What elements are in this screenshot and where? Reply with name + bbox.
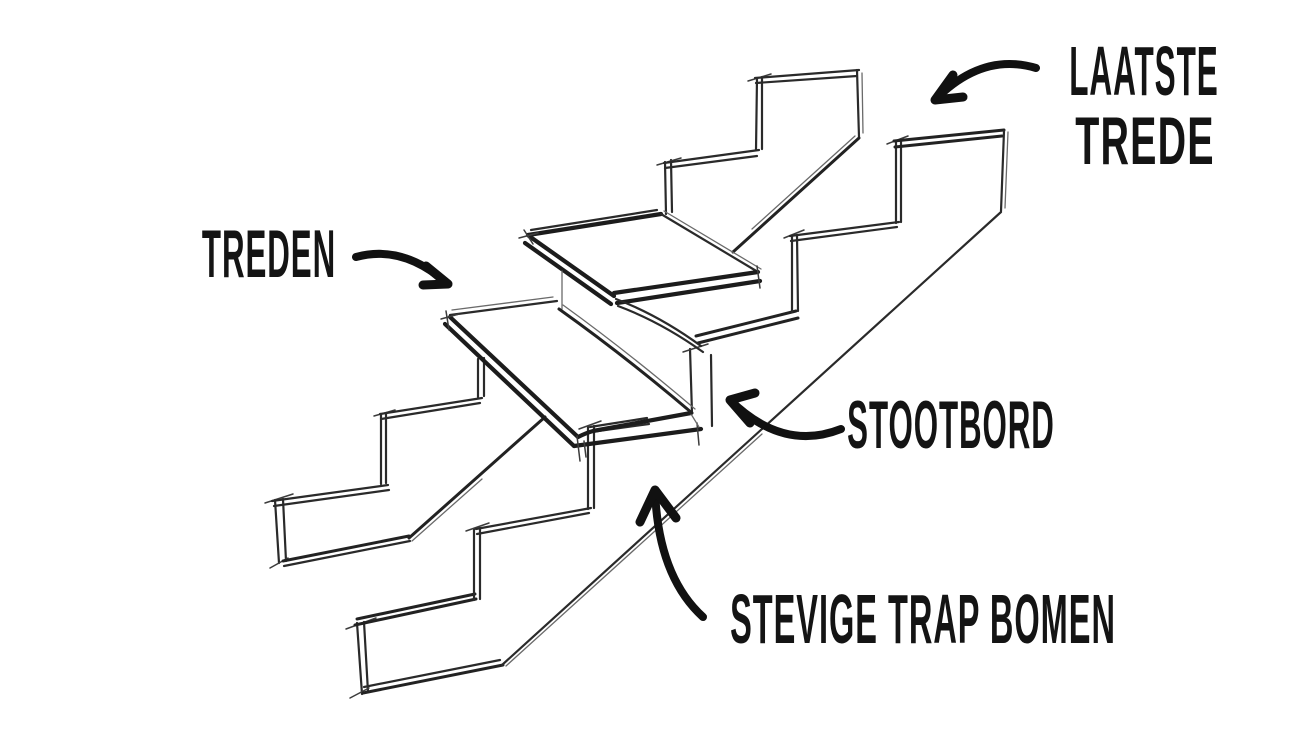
- far-stringer-sketch: [264, 68, 864, 569]
- stevige-trap-bomen-arrowhead-icon: [635, 485, 681, 527]
- upper-tread-sketch: [518, 208, 763, 307]
- treden-label: TREDEN: [202, 217, 336, 293]
- stevige-trap-bomen-arrow: [635, 485, 707, 621]
- near-stringer-sketch: [345, 128, 1009, 699]
- stevige-trap-bomen-arrow-shaft: [651, 486, 707, 621]
- laatste-trede-label-line2: TREDE: [1075, 103, 1215, 179]
- riser-board-sketch: [557, 270, 705, 415]
- treden-arrowhead-icon: [418, 261, 453, 290]
- stootbord-label: STOOTBORD: [847, 388, 1055, 464]
- lower-tread-sketch: [440, 296, 704, 462]
- laatste-trede-arrowhead-icon: [930, 70, 968, 105]
- stootbord-arrow: [725, 388, 845, 440]
- treden-arrow: [352, 249, 453, 290]
- stevige-trap-bomen-label: STEVIGE TRAP BOMEN: [730, 580, 1116, 658]
- laatste-trede-arrow: [930, 60, 1040, 105]
- laatste-trede-label-line1: LAATSTE: [1069, 32, 1218, 111]
- stootbord-arrowhead-icon: [725, 388, 760, 428]
